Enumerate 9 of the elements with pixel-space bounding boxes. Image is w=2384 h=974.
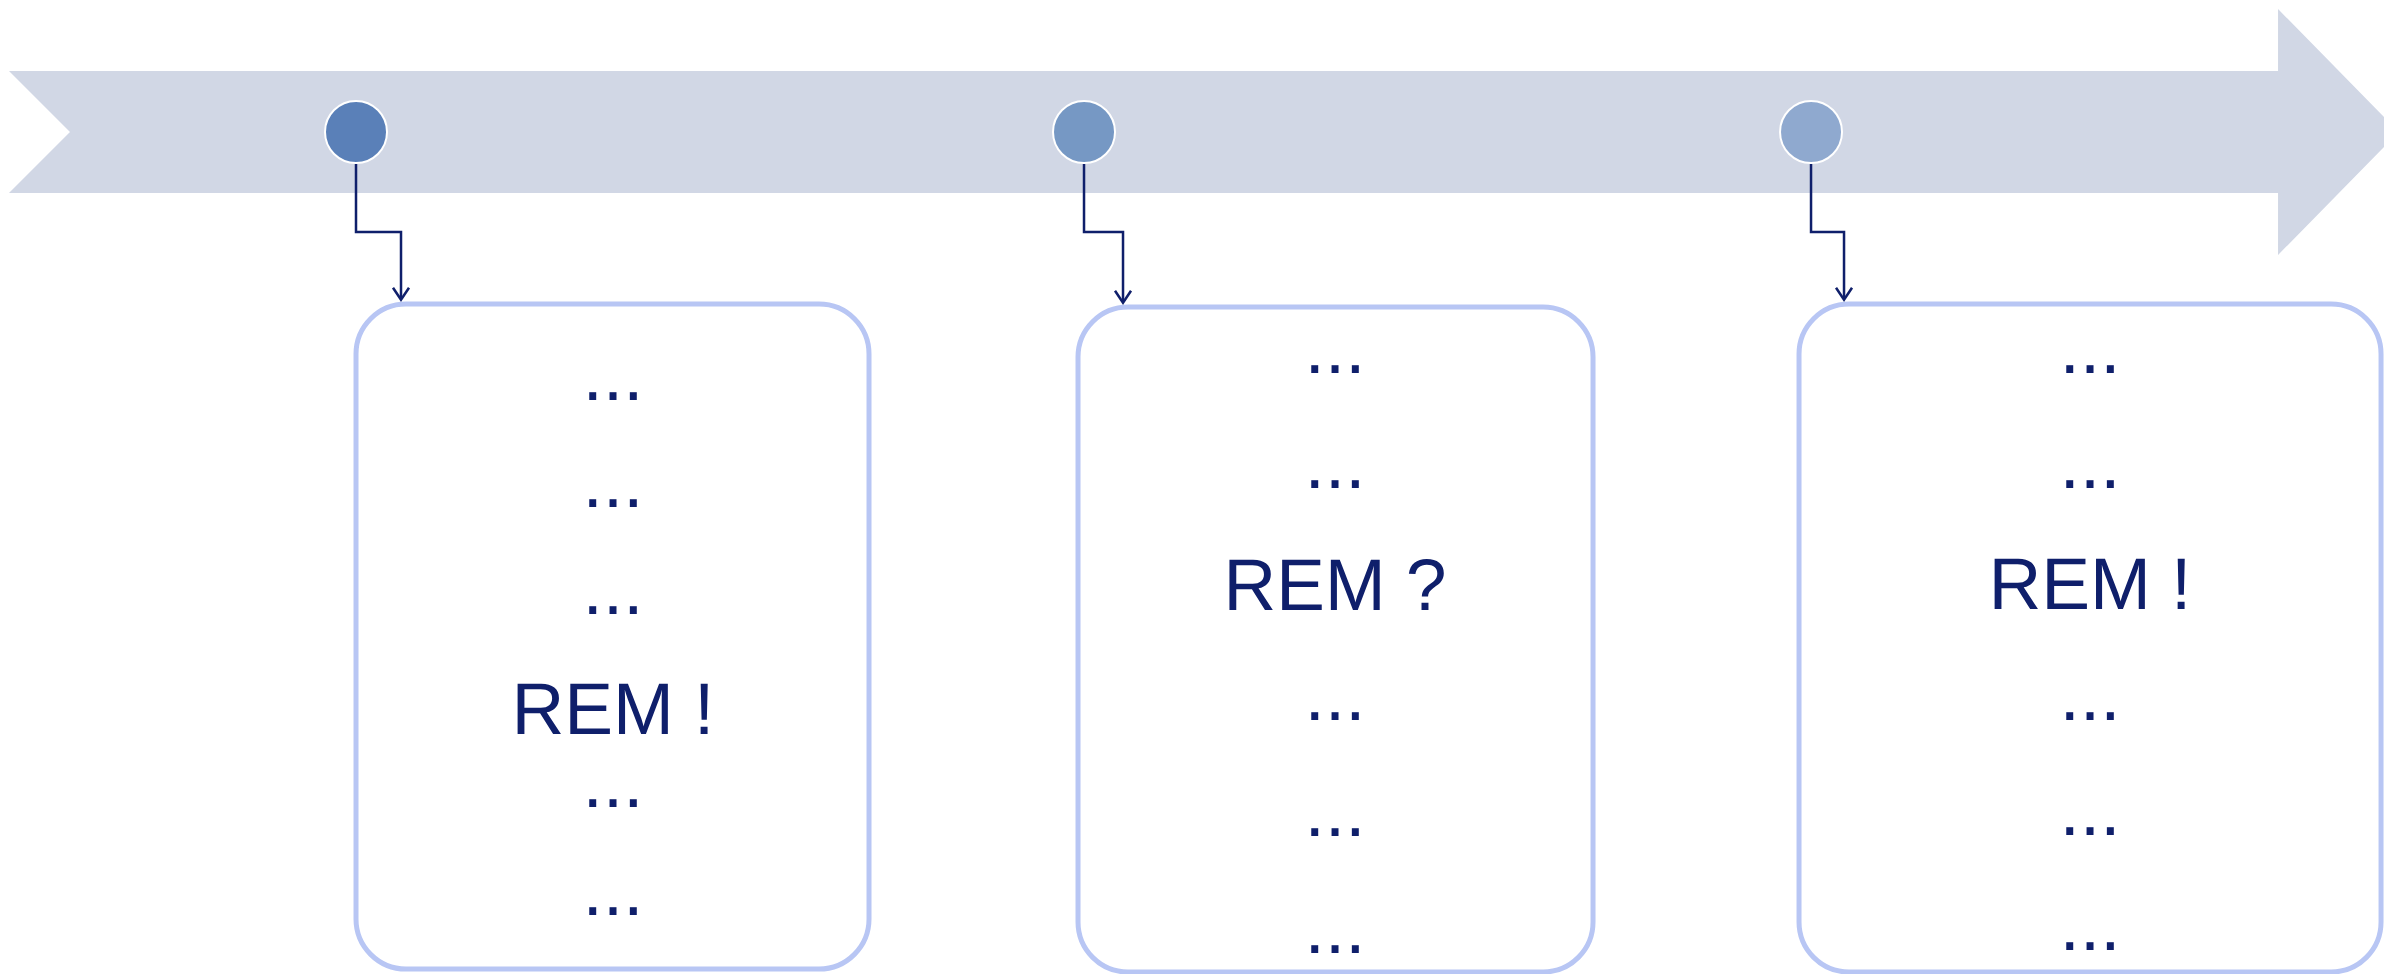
arrow — [1082, 164, 1133, 305]
timeline-dot — [1052, 100, 1116, 164]
timeline-dot — [324, 100, 388, 164]
text-box: ... ... REM ? ... ... ... — [1075, 304, 1596, 974]
arrow — [354, 164, 411, 302]
text-box: ... ... ... REM ! ... ... — [353, 301, 872, 972]
text-box: ... ... REM ! ... ... ... — [1796, 301, 2384, 974]
arrow — [1809, 164, 1854, 302]
timeline-dot — [1779, 100, 1843, 164]
